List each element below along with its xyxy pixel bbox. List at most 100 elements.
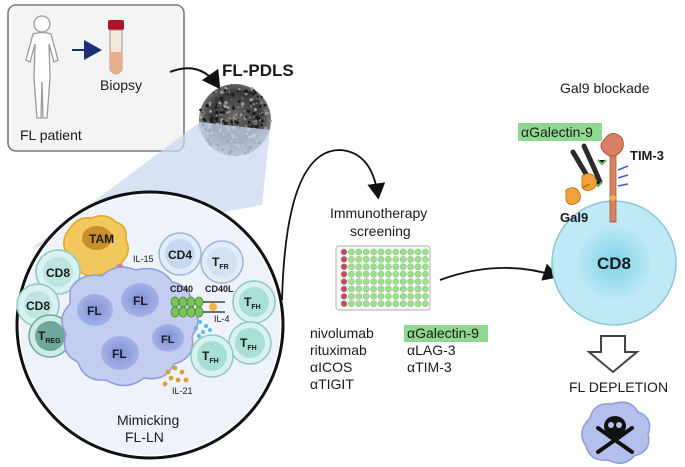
plate-well xyxy=(355,300,363,308)
plate-well xyxy=(348,263,355,271)
plate-well xyxy=(385,285,392,293)
gal9-protein-icon xyxy=(565,173,597,205)
il21-molecules-icon xyxy=(162,365,189,387)
plate-well xyxy=(407,278,414,285)
spheroid-speckle xyxy=(255,121,257,124)
spheroid-speckle xyxy=(246,125,248,128)
spheroid-speckle xyxy=(231,93,235,97)
plate-well xyxy=(377,256,385,263)
plate-well xyxy=(362,285,370,293)
spheroid-speckle xyxy=(247,120,251,124)
spheroid-speckle xyxy=(249,116,251,119)
spheroid-speckle xyxy=(219,111,223,115)
plate-well xyxy=(422,300,429,308)
treg-sub: REG xyxy=(45,338,61,345)
drug-alag3: αLAG-3 xyxy=(407,342,456,358)
spheroid-speckle xyxy=(208,103,212,107)
spheroid-speckle xyxy=(199,113,202,115)
spheroid-speckle xyxy=(215,97,217,99)
spheroid-speckle xyxy=(253,91,257,95)
spheroid-speckle xyxy=(236,119,239,121)
il4-label: IL-4 xyxy=(214,314,230,324)
plate-well xyxy=(385,278,392,285)
fl-depletion-label: FL DEPLETION xyxy=(569,379,668,395)
cd8-label-top: CD8 xyxy=(46,266,70,280)
spheroid-speckle xyxy=(252,103,255,106)
spheroid-speckle xyxy=(231,99,233,101)
spheroid-speckle xyxy=(244,124,247,127)
spheroid-speckle xyxy=(264,109,266,112)
plate-well xyxy=(377,270,385,278)
drug-aicos: αICOS xyxy=(310,359,352,375)
plate-well xyxy=(340,270,348,278)
spheroid-speckle xyxy=(213,107,216,109)
plate-well xyxy=(399,270,407,278)
cd8-target-cell: CD8 xyxy=(551,200,677,326)
spheroid-speckle xyxy=(249,91,253,95)
spheroid-speckle xyxy=(225,119,228,122)
spheroid-speckle xyxy=(224,108,228,112)
spheroid-speckle xyxy=(253,112,256,115)
plate-well xyxy=(385,270,392,278)
spheroid-speckle xyxy=(238,114,240,116)
plate-well xyxy=(355,256,363,263)
spheroid-speckle xyxy=(214,116,219,121)
screening-label-2: screening xyxy=(350,223,411,239)
spheroid-speckle xyxy=(256,117,261,121)
plate-well xyxy=(385,256,392,263)
spheroid-speckle xyxy=(250,125,254,128)
spheroid-speckle xyxy=(208,101,212,105)
plate-well xyxy=(422,263,429,271)
spheroid-speckle xyxy=(240,102,245,106)
spheroid-speckle xyxy=(199,108,203,112)
spheroid-speckle xyxy=(241,97,244,99)
plate-well xyxy=(407,300,414,308)
spheroid-speckle xyxy=(220,90,224,95)
plate-well xyxy=(399,248,407,256)
tam-cell: TAM xyxy=(63,215,129,277)
spheroid-speckle xyxy=(254,125,257,128)
plate-well xyxy=(407,270,414,278)
plate-well xyxy=(414,278,422,285)
tfh-cell-1: TFH xyxy=(232,280,276,324)
spheroid-speckle xyxy=(231,123,234,125)
spheroid-speckle xyxy=(267,112,270,115)
cd40l-label: CD40L xyxy=(205,284,234,294)
spheroid-speckle xyxy=(223,104,227,108)
svg-text:TFR: TFR xyxy=(212,255,229,271)
spheroid-speckle xyxy=(222,119,225,123)
spheroid-speckle xyxy=(228,110,231,113)
plate-well xyxy=(340,278,348,285)
plate-well xyxy=(407,293,414,300)
fl-pdls-label: FL-PDLS xyxy=(222,61,294,80)
plate-well xyxy=(362,278,370,285)
plate-well xyxy=(362,248,370,256)
plate-well xyxy=(348,293,355,300)
spheroid-speckle xyxy=(230,119,233,122)
antibody-label: αGalectin-9 xyxy=(521,124,593,140)
spheroid-speckle xyxy=(224,101,228,105)
drug-atim3: αTIM-3 xyxy=(407,359,452,375)
spheroid-speckle xyxy=(199,115,203,119)
plate-well xyxy=(348,300,355,308)
spheroid-speckle xyxy=(258,116,260,118)
plate-well xyxy=(362,256,370,263)
plate-well xyxy=(340,300,348,308)
spheroid-speckle xyxy=(237,89,240,93)
cd4-cell: CD4 xyxy=(158,232,202,276)
spheroid-speckle xyxy=(219,122,223,125)
spheroid-speckle xyxy=(244,92,248,96)
plate-well xyxy=(399,278,407,285)
plate-well xyxy=(362,293,370,300)
mimicking-label-1: Mimicking xyxy=(117,412,179,428)
biopsy-label: Biopsy xyxy=(100,77,142,93)
il15-label: IL-15 xyxy=(133,254,154,264)
spheroid-speckle xyxy=(216,120,219,123)
spheroid-speckle xyxy=(227,90,229,93)
spheroid-speckle xyxy=(260,123,263,127)
plate-well xyxy=(377,285,385,293)
svg-text:TFH: TFH xyxy=(244,295,261,311)
arrow-to-cd8 xyxy=(439,263,560,281)
spheroid-speckle xyxy=(252,120,254,123)
plate-well xyxy=(348,285,355,293)
